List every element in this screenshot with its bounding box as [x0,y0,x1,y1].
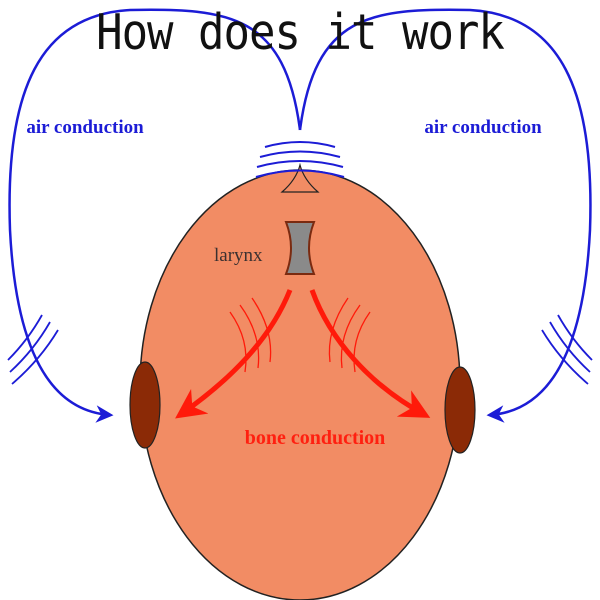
left-ear [129,361,161,449]
bone-conduction-label: bone conduction [244,427,386,449]
air-conduction-label-left: air conduction [26,117,144,138]
air-arrow-right [298,8,592,423]
larynx-label: larynx [214,245,263,266]
right-ear [444,366,476,454]
sound-wave-icon [229,297,371,373]
air-arrow-left [8,8,302,423]
diagram-title: How does it work [96,4,505,62]
larynx-shape [284,221,316,275]
sound-wave-icon [7,314,593,385]
sound-wave-icon [255,141,345,178]
nose [280,162,320,193]
air-conduction-label-right: air conduction [424,117,542,138]
